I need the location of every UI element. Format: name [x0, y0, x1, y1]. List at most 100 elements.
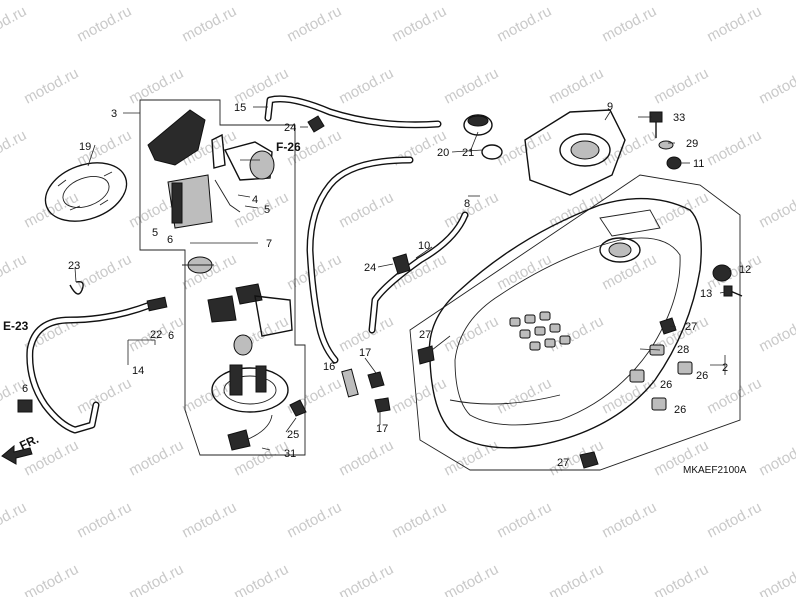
watermark-text: motod.ru [389, 499, 449, 542]
part-26-dampers [629, 361, 693, 411]
watermark-text: motod.ru [0, 127, 29, 170]
watermark-text: motod.ru [21, 65, 81, 108]
watermark-text: motod.ru [494, 251, 554, 294]
watermark-text: motod.ru [494, 3, 554, 46]
watermark-text: motod.ru [494, 375, 554, 418]
watermark-text: motod.ru [704, 499, 764, 542]
watermark-text: motod.ru [651, 561, 711, 597]
watermark-text: motod.ru [441, 189, 501, 232]
part-9-cap-housing [524, 109, 626, 196]
part-16-drain-hose [306, 156, 414, 398]
label-part-20: 20 [437, 147, 449, 159]
label-part-11: 11 [693, 158, 704, 170]
ref-f26-label: F-26 [276, 140, 301, 154]
label-part-12: 12 [739, 264, 751, 276]
watermark-text: motod.ru [74, 499, 134, 542]
watermark-text: motod.ru [179, 3, 239, 46]
watermark-text: motod.ru [336, 65, 396, 108]
watermark-text: motod.ru [546, 313, 606, 356]
watermark-text: motod.ru [651, 189, 711, 232]
watermark-text: motod.ru [599, 251, 659, 294]
label-part-27b: 27 [685, 321, 697, 333]
label-part-13: 13 [700, 288, 712, 300]
label-part-21: 21 [462, 147, 474, 159]
part-27-clips [417, 317, 677, 469]
label-part-19: 19 [79, 141, 91, 153]
watermark-text: motod.ru [546, 437, 606, 480]
label-part-27a: 27 [419, 329, 431, 341]
part-13-bolt [723, 285, 743, 297]
label-part-4: 4 [252, 194, 258, 206]
part-20-fuel-cap [463, 114, 493, 136]
watermark-text: motod.ru [336, 561, 396, 597]
fuel-tank-assembly-outline [409, 174, 741, 471]
watermark-text: motod.ru [126, 561, 186, 597]
label-part-27c: 27 [557, 457, 569, 469]
watermark-text: motod.ru [284, 499, 344, 542]
watermark-text: motod.ru [756, 561, 796, 597]
watermark-text: motod.ru [179, 499, 239, 542]
part-33-bolt [649, 111, 663, 138]
watermark-text: motod.ru [756, 65, 796, 108]
part-17-fittings [367, 371, 391, 413]
label-part-29: 29 [686, 138, 698, 150]
part-21-o-ring [481, 144, 503, 160]
label-part-6b: 6 [168, 330, 174, 342]
label-part-6c: 6 [22, 383, 28, 395]
watermark-text: motod.ru [441, 65, 501, 108]
label-part-8: 8 [464, 198, 470, 210]
watermark-text: motod.ru [599, 3, 659, 46]
front-arrow-icon [1, 444, 33, 465]
watermark-text: motod.ru [231, 561, 291, 597]
watermark-text: motod.ru [126, 65, 186, 108]
watermark-text: motod.ru [599, 127, 659, 170]
part-2-fuel-tank [428, 197, 702, 449]
part-12-grommet [712, 264, 732, 282]
part-10-hose [368, 211, 469, 334]
watermark-text: motod.ru [74, 375, 134, 418]
watermark-text: motod.ru [494, 127, 554, 170]
watermark-text: motod.ru [704, 3, 764, 46]
watermark-text: motod.ru [284, 3, 344, 46]
label-part-33: 33 [673, 112, 685, 124]
label-part-23: 23 [68, 260, 80, 272]
part-19-set-plate [44, 162, 128, 222]
watermark-text: motod.ru [441, 313, 501, 356]
front-label: FR. [17, 432, 40, 453]
ref-f26: F-26 [276, 140, 301, 154]
watermark-text: motod.ru [704, 375, 764, 418]
label-part-15: 15 [234, 102, 246, 114]
label-part-2: 2 [722, 362, 728, 374]
diagram-code: MKAEF2100A [683, 465, 747, 476]
part-3-fuel-pump-bracket [147, 109, 275, 229]
watermark-text: motod.ru [0, 3, 29, 46]
watermark-text: motod.ru [756, 313, 796, 356]
part-labels: 2 3 4 5 5 6 6 6 7 8 9 10 11 12 13 14 15 … [22, 101, 751, 469]
part-29-washer [658, 140, 674, 150]
leader-lines [74, 106, 731, 462]
label-part-26a: 26 [660, 379, 672, 391]
watermark-text: motod.ru [651, 65, 711, 108]
watermark-text: motod.ru [179, 251, 239, 294]
label-part-26c: 26 [674, 404, 686, 416]
watermark-text: motod.ru [546, 561, 606, 597]
label-part-5b: 5 [152, 227, 158, 239]
watermark-text: motod.ru [336, 437, 396, 480]
label-part-14: 14 [132, 365, 144, 377]
watermark-text: motod.ru [126, 437, 186, 480]
watermark-text: motod.ru [704, 127, 764, 170]
label-part-3: 3 [111, 108, 117, 120]
watermark-text: motod.ru [389, 375, 449, 418]
watermark-text: motod.ru [21, 189, 81, 232]
part-11-nut [666, 156, 682, 170]
part-pump-filter-group [182, 256, 293, 451]
label-part-24b: 24 [364, 262, 376, 274]
label-part-9: 9 [607, 101, 613, 113]
label-part-16: 16 [323, 361, 335, 373]
label-part-17b: 17 [376, 423, 388, 435]
fuel-pump-assembly-outline [139, 99, 306, 456]
watermark-text: motod.ru [336, 189, 396, 232]
watermark-text: motod.ru [546, 65, 606, 108]
watermark-text: motod.ru [494, 499, 554, 542]
